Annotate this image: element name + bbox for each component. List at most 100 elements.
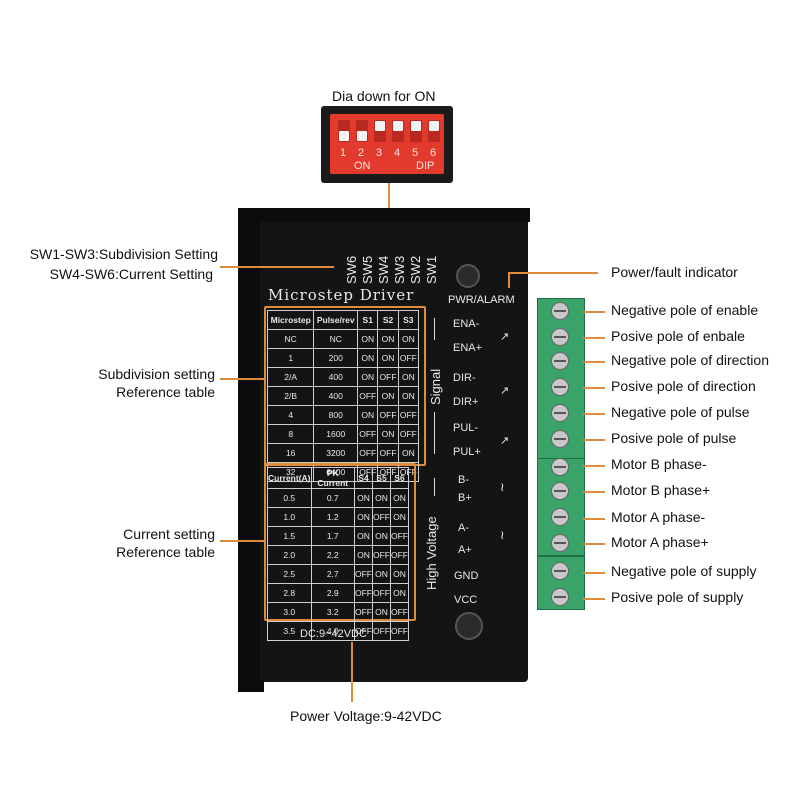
- table-cell: ON: [357, 329, 379, 349]
- terminal-screw-icon: [551, 430, 569, 448]
- table-cell: ON: [354, 507, 373, 527]
- table-cell: ON: [390, 564, 409, 584]
- table-cell: OFF: [354, 621, 373, 641]
- table-cell: OFF: [357, 443, 379, 463]
- table-cell: OFF: [354, 564, 373, 584]
- terminal-callout-label: Posive pole of pulse: [611, 430, 737, 446]
- power-connector-line: [351, 642, 353, 702]
- table-cell: 2.9: [310, 583, 355, 603]
- table-cell: OFF: [354, 583, 373, 603]
- table-header-cell: Microstep: [266, 310, 315, 330]
- table-header-cell: S6: [390, 467, 409, 489]
- switch-label: SW5: [360, 255, 375, 284]
- dip-slot-3: [374, 120, 386, 142]
- hv-bracket: [434, 478, 435, 496]
- table-cell: ON: [372, 526, 391, 546]
- dip-switch-body: 1 2 3 4 5 6 ON DIP: [330, 114, 444, 174]
- table-cell: OFF: [357, 424, 379, 444]
- dip-number: 1: [340, 147, 347, 159]
- table-header-cell: Current(A): [267, 467, 312, 489]
- terminal-callout-line: [583, 439, 605, 441]
- terminal-callout-label: Motor B phase+: [611, 482, 711, 498]
- terminal-screw-icon: [551, 588, 569, 606]
- table-cell: 400: [313, 367, 359, 387]
- terminal-screw-icon: [551, 534, 569, 552]
- table-cell: OFF: [372, 583, 391, 603]
- terminal-callout-line: [583, 491, 605, 493]
- table-cell: 1: [266, 348, 315, 368]
- power-alarm-led: [456, 264, 480, 288]
- indicator-callout-line: [508, 272, 510, 288]
- sw-subdivision-caption: SW1-SW3:Subdivision Setting: [29, 246, 218, 262]
- table-cell: 0.5: [267, 488, 312, 508]
- table-cell: OFF: [390, 545, 409, 565]
- driver-title: Microstep Driver: [268, 286, 415, 304]
- dip-slot-5: [410, 120, 422, 142]
- terminal-callout-label: Negative pole of supply: [611, 563, 757, 579]
- table-cell: 200: [313, 348, 359, 368]
- table-cell: ON: [372, 488, 391, 508]
- terminal-callout-label: Posive pole of enbale: [611, 328, 745, 344]
- table-cell: OFF: [397, 405, 420, 425]
- dip-switch-image: 1 2 3 4 5 6 ON DIP: [321, 106, 453, 183]
- table-cell: OFF: [372, 507, 391, 527]
- terminal-screw-icon: [551, 508, 569, 526]
- table-cell: 2.5: [267, 564, 312, 584]
- subdivision-ref-caption: Subdivision setting: [98, 366, 215, 382]
- terminal-screw-icon: [551, 378, 569, 396]
- terminal-callout-label: Negative pole of pulse: [611, 404, 750, 420]
- dip-number: 4: [394, 147, 401, 159]
- table-cell: OFF: [390, 621, 409, 641]
- terminal-screw-icon: [551, 562, 569, 580]
- terminal-callout-label: Motor A phase+: [611, 534, 709, 550]
- table-cell: ON: [390, 583, 409, 603]
- dip-number: 3: [376, 147, 383, 159]
- terminal-callout-line: [583, 572, 605, 574]
- dip-number: 5: [412, 147, 419, 159]
- signal-bracket: [434, 318, 435, 340]
- table-cell: 16: [266, 443, 315, 463]
- terminal-callout-line: [583, 465, 605, 467]
- terminal-callout-label: Motor A phase-: [611, 509, 706, 525]
- terminal-screw-icon: [551, 352, 569, 370]
- signal-pin-label: PUL-: [453, 422, 479, 434]
- terminal-callout-line: [583, 598, 605, 600]
- table-cell: 8: [266, 424, 315, 444]
- table-cell: 1.7: [310, 526, 355, 546]
- table-cell: 2.2: [310, 545, 355, 565]
- dip-dip-label: DIP: [416, 160, 435, 172]
- switch-label: SW4: [376, 255, 391, 284]
- table-cell: 1.2: [310, 507, 355, 527]
- table-cell: ON: [397, 367, 420, 387]
- coil-icon: ≀: [500, 528, 505, 542]
- sw-callout-line: [220, 266, 334, 268]
- current-callout-line: [220, 540, 264, 542]
- table-cell: ON: [354, 488, 373, 508]
- table-cell: ON: [390, 488, 409, 508]
- current-ref-caption: Current setting: [123, 526, 215, 542]
- switch-label: SW6: [344, 255, 359, 284]
- table-cell: ON: [354, 545, 373, 565]
- dip-number: 2: [358, 147, 365, 159]
- dip-number: 6: [430, 147, 437, 159]
- table-cell: 400: [313, 386, 359, 406]
- table-cell: ON: [357, 405, 379, 425]
- terminal-callout-label: Negative pole of enable: [611, 302, 759, 318]
- signal-pin-label: PUL+: [453, 446, 481, 458]
- table-cell: 2/B: [266, 386, 315, 406]
- power-pin-label: B-: [458, 474, 469, 486]
